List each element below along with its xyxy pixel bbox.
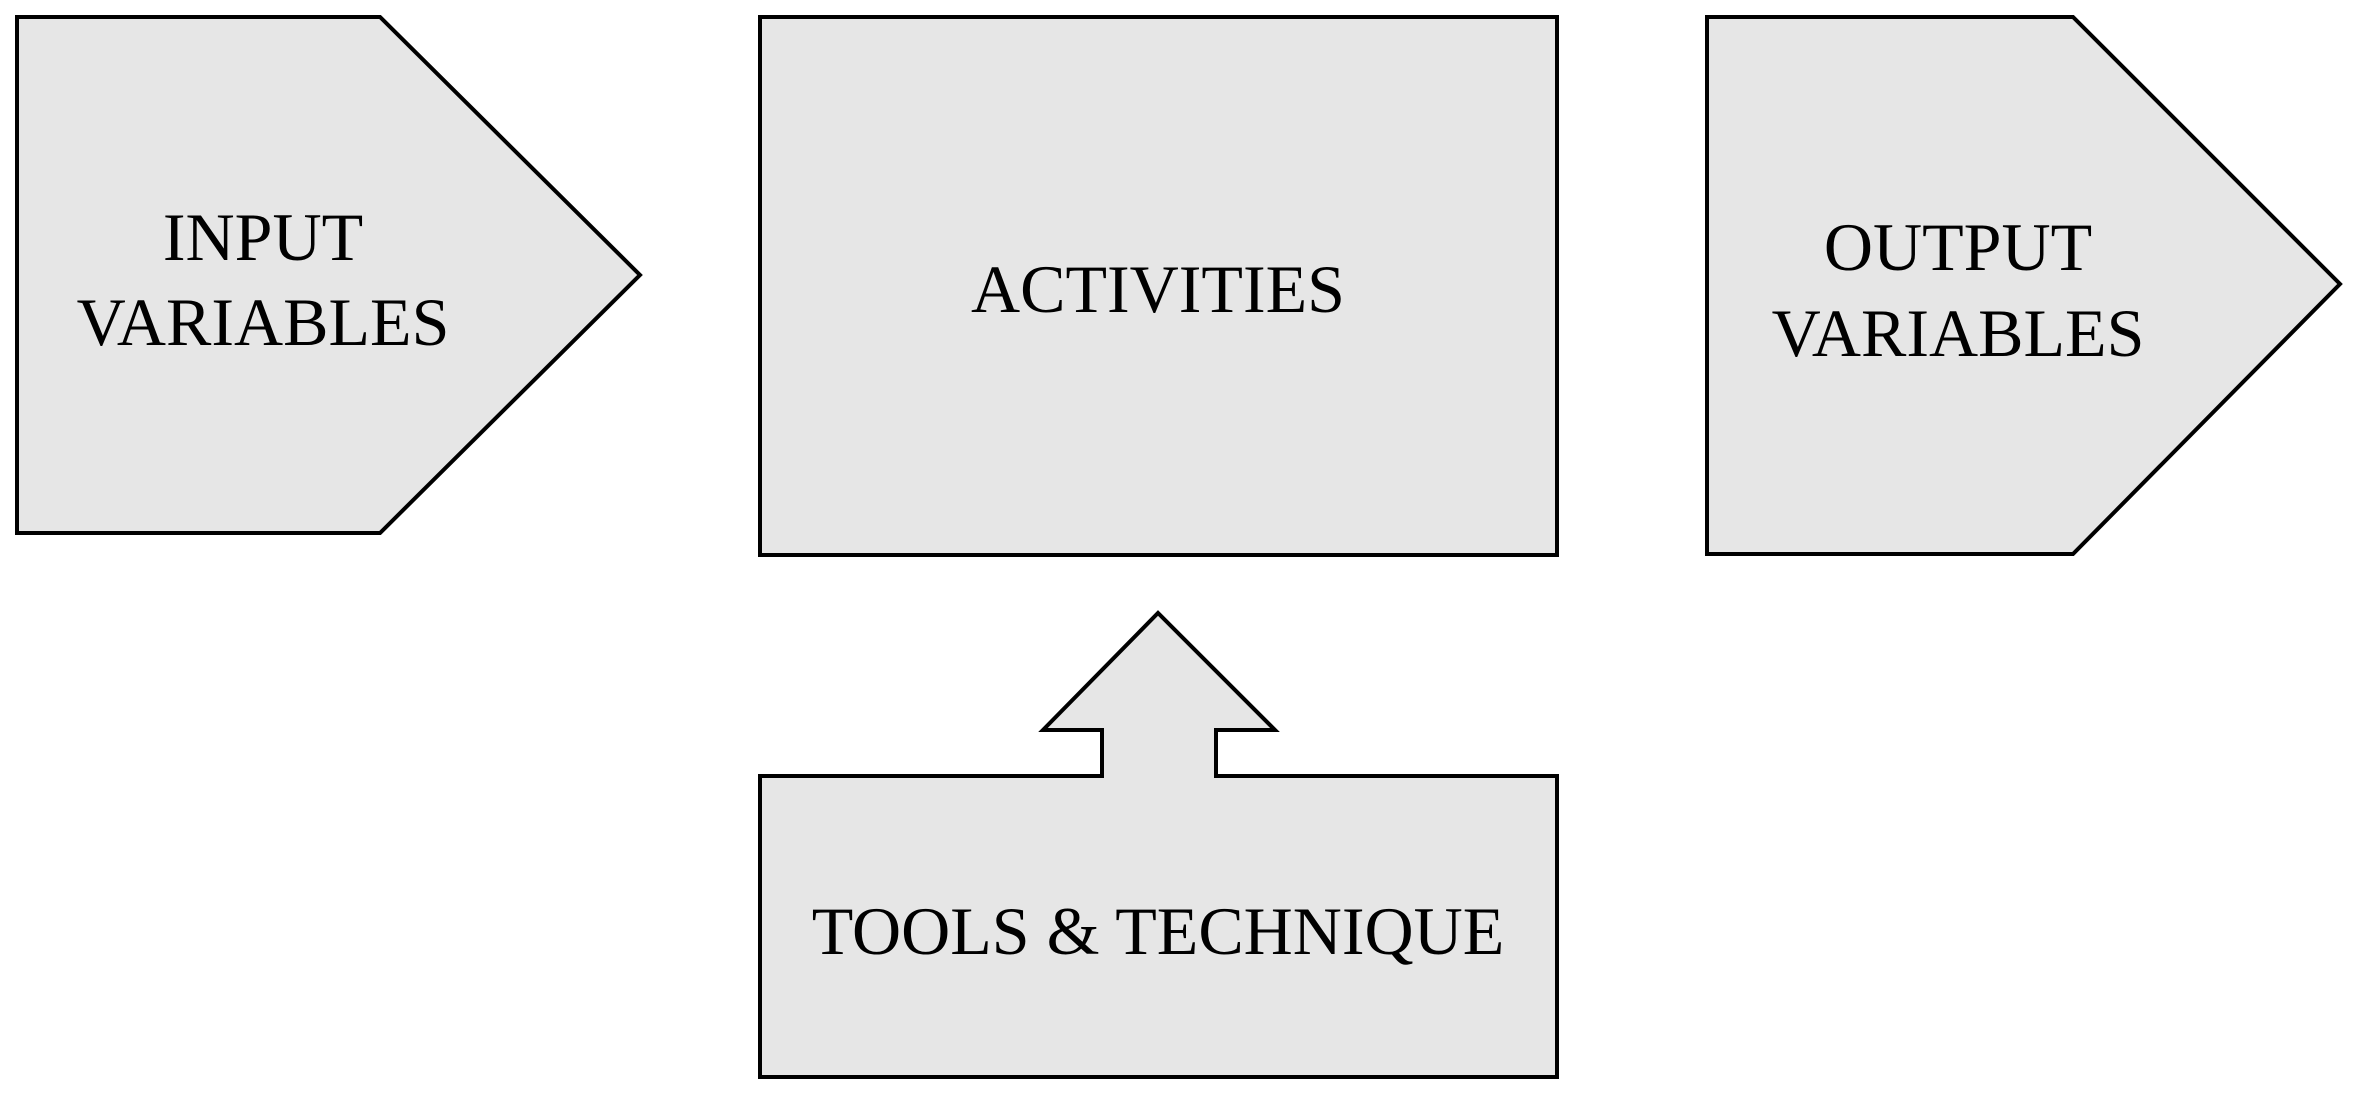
output-variables-shape xyxy=(1705,15,2343,556)
tools-technique-shape xyxy=(758,610,1559,1079)
activities-node: ACTIVITIES xyxy=(758,15,1559,557)
activities-label: ACTIVITIES xyxy=(971,251,1345,327)
input-variables-label-line2: VARIABLES xyxy=(77,284,450,360)
output-variables-label-line1: OUTPUT xyxy=(1824,209,2092,285)
tools-technique-node: TOOLS & TECHNIQUE xyxy=(758,610,1559,1079)
activities-shape xyxy=(758,15,1559,557)
tools-technique-label: TOOLS & TECHNIQUE xyxy=(812,893,1505,969)
input-variables-shape xyxy=(15,15,643,535)
input-variables-node: INPUT VARIABLES xyxy=(15,15,643,535)
output-variables-node: OUTPUT VARIABLES xyxy=(1705,15,2343,556)
output-variables-label-line2: VARIABLES xyxy=(1772,295,2145,371)
input-variables-label-line1: INPUT xyxy=(163,199,363,275)
